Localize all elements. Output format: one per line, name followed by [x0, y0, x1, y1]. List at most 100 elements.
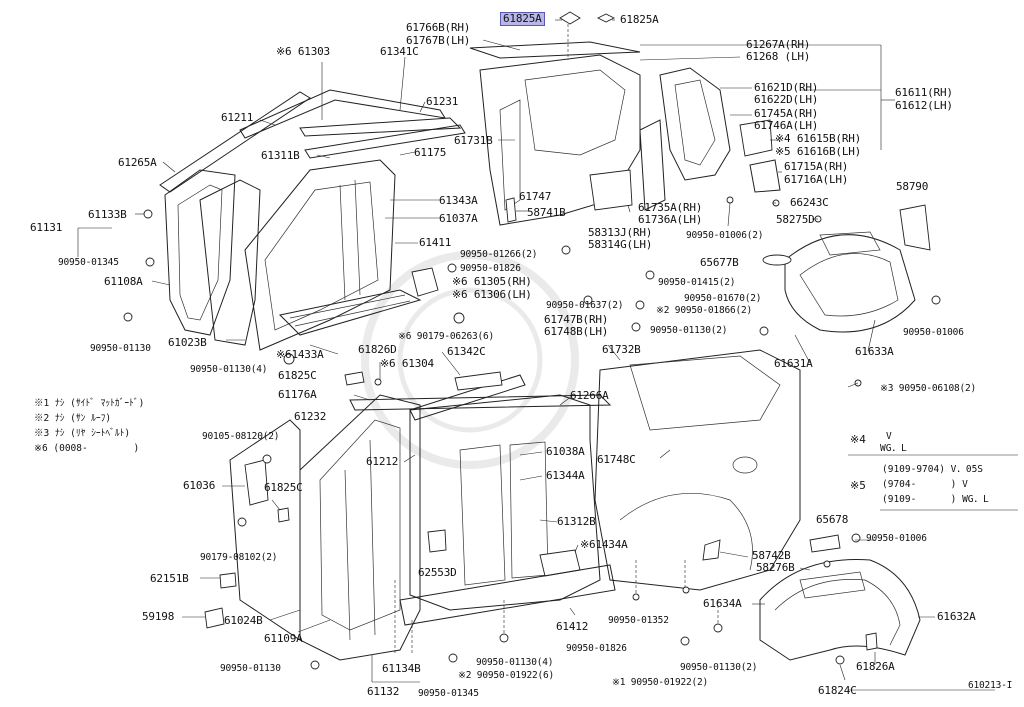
label-61747B[interactable]: 61747B(RH)	[544, 313, 609, 326]
label-61265A[interactable]: 61265A	[118, 156, 157, 169]
label-90950-01415[interactable]: 90950-01415(2)	[658, 277, 736, 288]
label-61311B[interactable]: 61311B	[261, 149, 300, 162]
label-58741B[interactable]: 58741B	[527, 206, 566, 219]
label-90950-01637[interactable]: 90950-01637(2)	[546, 300, 624, 311]
label-90950-01345-b[interactable]: 90950-01345	[418, 688, 479, 699]
label-61747[interactable]: 61747	[519, 190, 552, 203]
label-61312B[interactable]: 61312B	[557, 515, 596, 528]
label-61036[interactable]: 61036	[183, 479, 216, 492]
label-58742B[interactable]: 58742B	[752, 549, 791, 562]
label-61212[interactable]: 61212	[366, 455, 399, 468]
label-90179-06263[interactable]: ※6 90179-06263(6)	[398, 331, 495, 342]
label-62151B[interactable]: 62151B	[150, 572, 189, 585]
label-61267A[interactable]: 61267A(RH)	[746, 38, 811, 51]
label-61133B[interactable]: 61133B	[88, 208, 127, 221]
label-61434A[interactable]: ※61434A	[580, 538, 628, 551]
label-90950-01006-b[interactable]: 90950-01006	[903, 327, 964, 338]
label-59198[interactable]: 59198	[142, 610, 175, 623]
label-90179-08102[interactable]: 90179-08102(2)	[200, 552, 278, 563]
label-61745A[interactable]: 61745A(RH)	[754, 107, 819, 120]
label-90950-01352[interactable]: 90950-01352	[608, 615, 669, 626]
label-61825A-highlighted[interactable]: 61825A	[500, 12, 545, 26]
label-61612[interactable]: 61612(LH)	[895, 99, 953, 112]
label-61412[interactable]: 61412	[556, 620, 589, 633]
label-61632A[interactable]: 61632A	[937, 610, 976, 623]
label-90950-01922-2[interactable]: ※1 90950-01922(2)	[612, 677, 709, 688]
label-61108A[interactable]: 61108A	[104, 275, 143, 288]
label-90950-01345-a[interactable]: 90950-01345	[58, 257, 119, 268]
label-65678[interactable]: 65678	[816, 513, 849, 526]
label-61716A[interactable]: 61716A(LH)	[784, 173, 849, 186]
label-61268[interactable]: 61268 (LH)	[746, 50, 811, 63]
label-61175[interactable]: 61175	[414, 146, 447, 159]
label-61304[interactable]: ※6 61304	[380, 357, 434, 370]
label-61211[interactable]: 61211	[221, 111, 254, 124]
label-61766B[interactable]: 61766B(RH)	[406, 21, 471, 34]
label-61825C-a[interactable]: 61825C	[278, 369, 317, 382]
label-61109A[interactable]: 61109A	[264, 632, 303, 645]
label-90950-01006-c[interactable]: 90950-01006	[866, 533, 927, 544]
label-61631A[interactable]: 61631A	[774, 357, 813, 370]
label-61746A[interactable]: 61746A(LH)	[754, 119, 819, 132]
label-61343A[interactable]: 61343A	[439, 194, 478, 207]
label-61342C[interactable]: 61342C	[447, 345, 486, 358]
label-61176A[interactable]: 61176A	[278, 388, 317, 401]
label-61306[interactable]: ※6 61306(LH)	[452, 288, 532, 301]
label-58275D[interactable]: 58275D	[776, 213, 815, 226]
label-66243C[interactable]: 66243C	[790, 196, 829, 209]
label-61132[interactable]: 61132	[367, 685, 400, 698]
label-90950-01130-4b[interactable]: 90950-01130(4)	[476, 657, 554, 668]
label-61634A[interactable]: 61634A	[703, 597, 742, 610]
label-61731B[interactable]: 61731B	[454, 134, 493, 147]
label-61615B[interactable]: ※4 61615B(RH)	[775, 132, 862, 145]
label-61732B[interactable]: 61732B	[602, 343, 641, 356]
label-90950-01130-4a[interactable]: 90950-01130(4)	[190, 364, 268, 375]
label-61131[interactable]: 61131	[30, 221, 63, 234]
label-61622D[interactable]: 61622D(LH)	[754, 93, 819, 106]
label-61748B[interactable]: 61748B(LH)	[544, 325, 609, 338]
label-61303[interactable]: ※6 61303	[276, 45, 330, 58]
label-61344A[interactable]: 61344A	[546, 469, 585, 482]
label-61037A[interactable]: 61037A	[439, 212, 478, 225]
label-90950-01866[interactable]: ※2 90950-01866(2)	[656, 305, 753, 316]
label-61748C[interactable]: 61748C	[597, 453, 636, 466]
label-58314G[interactable]: 58314G(LH)	[588, 238, 653, 251]
label-58790[interactable]: 58790	[896, 180, 929, 193]
label-61411[interactable]: 61411	[419, 236, 452, 249]
label-61825C-b[interactable]: 61825C	[264, 481, 303, 494]
label-61134B[interactable]: 61134B	[382, 662, 421, 675]
label-61433A[interactable]: ※61433A	[276, 348, 324, 361]
label-61826D[interactable]: 61826D	[358, 343, 397, 356]
label-61024B[interactable]: 61024B	[224, 614, 263, 627]
label-61266A[interactable]: 61266A	[570, 389, 609, 402]
label-61824C[interactable]: 61824C	[818, 684, 857, 697]
label-90950-01826-b[interactable]: 90950-01826	[566, 643, 627, 654]
label-61715A[interactable]: 61715A(RH)	[784, 160, 849, 173]
label-90950-06108[interactable]: ※3 90950-06108(2)	[880, 383, 977, 394]
label-90950-01130-a[interactable]: 90950-01130	[90, 343, 151, 354]
label-61232[interactable]: 61232	[294, 410, 327, 423]
label-61611[interactable]: 61611(RH)	[895, 86, 953, 99]
label-61736A[interactable]: 61736A(LH)	[638, 213, 703, 226]
label-90950-01670[interactable]: 90950-01670(2)	[684, 293, 762, 304]
label-90105-08120[interactable]: 90105-08120(2)	[202, 431, 280, 442]
label-61826A[interactable]: 61826A	[856, 660, 895, 673]
label-61616B[interactable]: ※5 61616B(LH)	[775, 145, 862, 158]
label-61735A[interactable]: 61735A(RH)	[638, 201, 703, 214]
label-90950-01006-2[interactable]: 90950-01006(2)	[686, 230, 764, 241]
label-61621D[interactable]: 61621D(RH)	[754, 81, 819, 94]
label-90950-01826-a[interactable]: 90950-01826	[460, 263, 521, 274]
label-61038A[interactable]: 61038A	[546, 445, 585, 458]
label-61341C[interactable]: 61341C	[380, 45, 419, 58]
label-61633A[interactable]: 61633A	[855, 345, 894, 358]
label-65677B[interactable]: 65677B	[700, 256, 739, 269]
label-61023B[interactable]: 61023B	[168, 336, 207, 349]
label-61231[interactable]: 61231	[426, 95, 459, 108]
label-58313J[interactable]: 58313J(RH)	[588, 226, 653, 239]
label-90950-01266[interactable]: 90950-01266(2)	[460, 249, 538, 260]
label-58276B[interactable]: 58276B	[756, 561, 795, 574]
label-61767B[interactable]: 61767B(LH)	[406, 34, 471, 47]
label-90950-01130-2b[interactable]: 90950-01130(2)	[680, 662, 758, 673]
label-90950-01130-b[interactable]: 90950-01130	[220, 663, 281, 674]
label-90950-01922-6[interactable]: ※2 90950-01922(6)	[458, 670, 555, 681]
